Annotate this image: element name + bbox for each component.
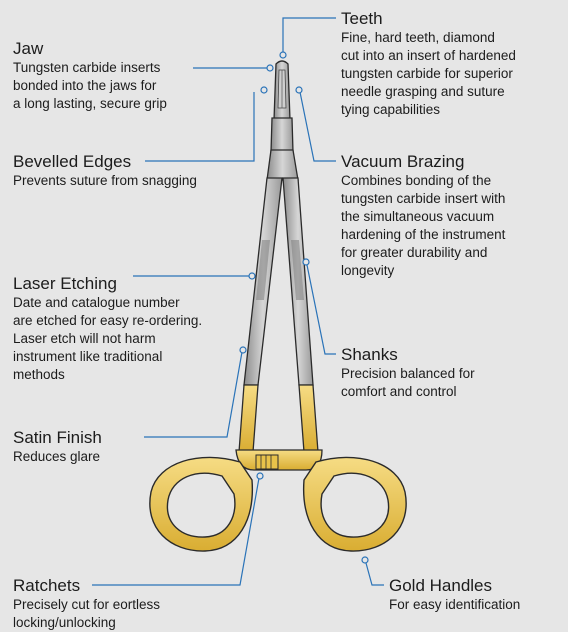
gold-handles-marker xyxy=(362,557,368,563)
shanks-description: Precision balanced for comfort and contr… xyxy=(341,365,475,401)
ratchets-description: Precisely cut for eortless locking/unloc… xyxy=(13,596,160,632)
teeth-marker xyxy=(280,52,286,58)
bevelled-edges-description: Prevents suture from snagging xyxy=(13,172,197,190)
shanks-marker xyxy=(303,259,309,265)
ratchet-bridge xyxy=(236,450,322,470)
laser-etching-description: Date and catalogue number are etched for… xyxy=(13,294,202,384)
teeth-callout: Teeth Fine, hard teeth, diamond cut into… xyxy=(341,9,516,119)
gold-handles-leader xyxy=(366,563,384,585)
gold-handles-callout: Gold Handles For easy identification xyxy=(389,576,520,614)
left-gold-shank xyxy=(239,385,258,452)
teeth-description: Fine, hard teeth, diamond cut into an in… xyxy=(341,29,516,119)
ratchets-callout: Ratchets Precisely cut for eortless lock… xyxy=(13,576,160,632)
gold-handles-description: For easy identification xyxy=(389,596,520,614)
bevelled-edges-marker xyxy=(261,87,267,93)
teeth-leader xyxy=(283,18,336,52)
jaw-callout: Jaw Tungsten carbide inserts bonded into… xyxy=(13,39,167,113)
vacuum-brazing-description: Combines bonding of the tungsten carbide… xyxy=(341,172,505,280)
satin-finish-marker xyxy=(240,347,246,353)
jaw-description: Tungsten carbide inserts bonded into the… xyxy=(13,59,167,113)
laser-etching-callout: Laser Etching Date and catalogue number … xyxy=(13,274,202,384)
jaw-marker xyxy=(267,65,273,71)
jaw-title: Jaw xyxy=(13,39,167,59)
laser-etching-title: Laser Etching xyxy=(13,274,202,294)
bevelled-edges-title: Bevelled Edges xyxy=(13,152,197,172)
bevelled-edges-callout: Bevelled Edges Prevents suture from snag… xyxy=(13,152,197,190)
shanks-callout: Shanks Precision balanced for comfort an… xyxy=(341,345,475,401)
vacuum-brazing-leader xyxy=(300,92,336,161)
teeth-title: Teeth xyxy=(341,9,516,29)
vacuum-brazing-callout: Vacuum Brazing Combines bonding of the t… xyxy=(341,152,505,280)
satin-finish-description: Reduces glare xyxy=(13,448,102,466)
right-gold-shank xyxy=(299,385,318,452)
satin-finish-callout: Satin Finish Reduces glare xyxy=(13,428,102,466)
vacuum-brazing-title: Vacuum Brazing xyxy=(341,152,505,172)
laser-etching-marker xyxy=(249,273,255,279)
vacuum-brazing-marker xyxy=(296,87,302,93)
ratchets-title: Ratchets xyxy=(13,576,160,596)
gold-handles-title: Gold Handles xyxy=(389,576,520,596)
box-joint xyxy=(271,118,293,152)
ratchet-teeth xyxy=(256,455,278,469)
satin-finish-title: Satin Finish xyxy=(13,428,102,448)
ratchets-marker xyxy=(257,473,263,479)
shanks-title: Shanks xyxy=(341,345,475,365)
shanks-leader xyxy=(307,265,336,354)
